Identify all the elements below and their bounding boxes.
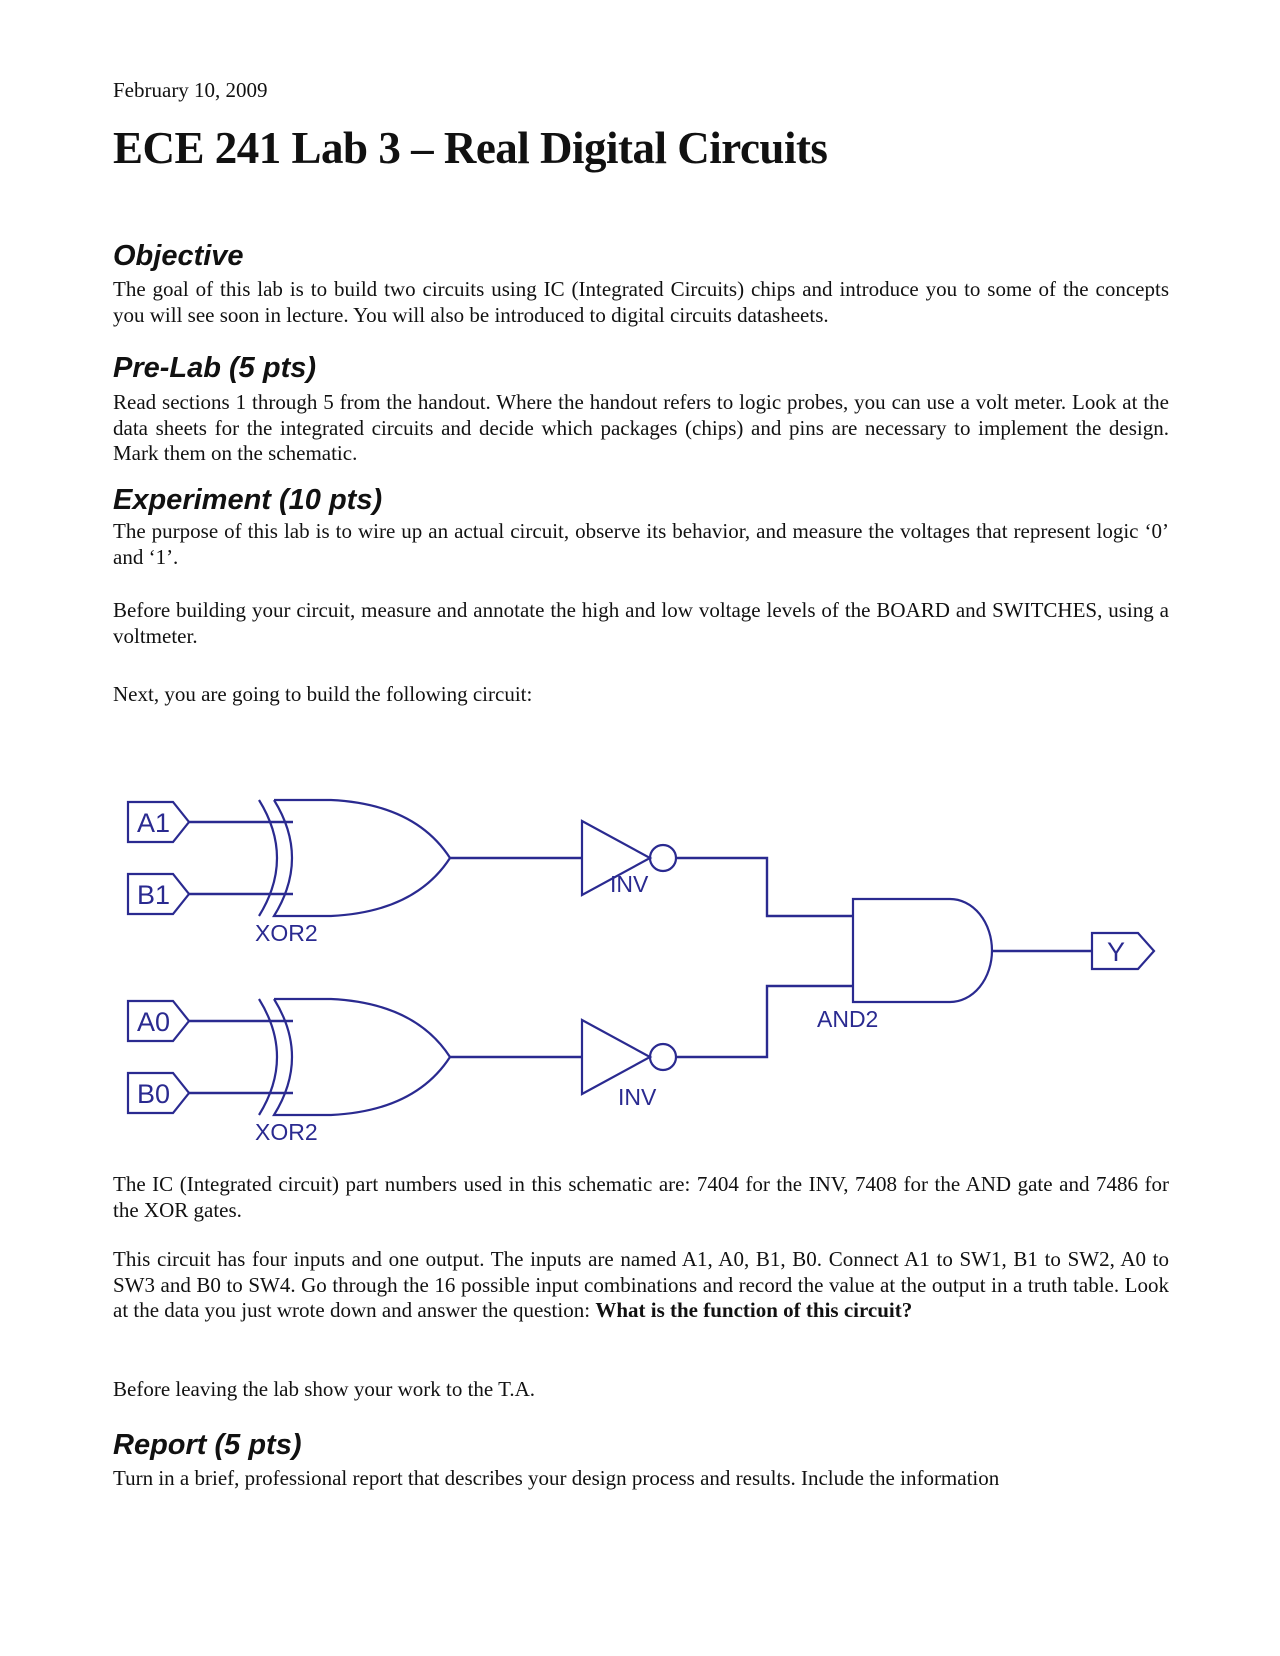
input-port-a1: A1 [126, 800, 191, 844]
gate-label-inv-bottom: INV [618, 1084, 657, 1110]
port-label-b0: B0 [137, 1079, 170, 1109]
gate-label-and: AND2 [817, 1006, 878, 1032]
port-label-a1: A1 [137, 808, 170, 838]
output-port-y: Y [1090, 931, 1156, 971]
inverter-bubble-bottom [648, 1042, 678, 1072]
document-date: February 10, 2009 [113, 78, 268, 102]
heading-objective: Objective [113, 240, 244, 272]
heading-experiment: Experiment (10 pts) [113, 484, 383, 516]
paragraph-experiment-1: The purpose of this lab is to wire up an… [113, 519, 1169, 569]
paragraph-experiment-3: Next, you are going to build the followi… [113, 682, 533, 706]
paragraph-objective: The goal of this lab is to build two cir… [113, 277, 1169, 327]
paragraph-inputs: This circuit has four inputs and one out… [113, 1247, 1169, 1324]
document-title: ECE 241 Lab 3 – Real Digital Circuits [113, 123, 828, 173]
paragraph-inputs-text: This circuit has four inputs and one out… [113, 1247, 1169, 1322]
gate-label-inv-top: INV [610, 871, 649, 897]
port-label-b1: B1 [137, 880, 170, 910]
heading-prelab: Pre-Lab (5 pts) [113, 352, 317, 384]
port-label-a0: A0 [137, 1007, 170, 1037]
inverter-top: INV [580, 819, 678, 897]
paragraph-inputs-question: What is the function of this circuit? [595, 1298, 913, 1322]
wire-inv-top-to-and [676, 856, 853, 918]
paragraph-report: Turn in a brief, professional report tha… [113, 1466, 1000, 1490]
inverter-bubble-top [648, 843, 678, 873]
paragraph-show-ta: Before leaving the lab show your work to… [113, 1377, 536, 1401]
paragraph-prelab: Read sections 1 through 5 from the hando… [113, 390, 1169, 465]
port-label-y: Y [1107, 937, 1125, 967]
xor-gate-top: XOR2 [255, 798, 452, 946]
gate-label-xor-bottom: XOR2 [255, 1119, 318, 1145]
inverter-bottom: INV [580, 1018, 678, 1110]
and-gate: AND2 [817, 897, 994, 1032]
wire-inv-bottom-to-and [676, 984, 853, 1059]
xor-gate-bottom: XOR2 [255, 997, 452, 1145]
input-port-a0: A0 [126, 999, 191, 1043]
circuit-schematic: A1 B1 XOR2 INV A0 B0 [126, 798, 1156, 1145]
input-port-b0: B0 [126, 1071, 191, 1115]
paragraph-ic-parts: The IC (Integrated circuit) part numbers… [113, 1172, 1169, 1222]
heading-report: Report (5 pts) [113, 1429, 302, 1461]
paragraph-experiment-2: Before building your circuit, measure an… [113, 598, 1169, 648]
gate-label-xor-top: XOR2 [255, 920, 318, 946]
input-port-b1: B1 [126, 872, 191, 916]
